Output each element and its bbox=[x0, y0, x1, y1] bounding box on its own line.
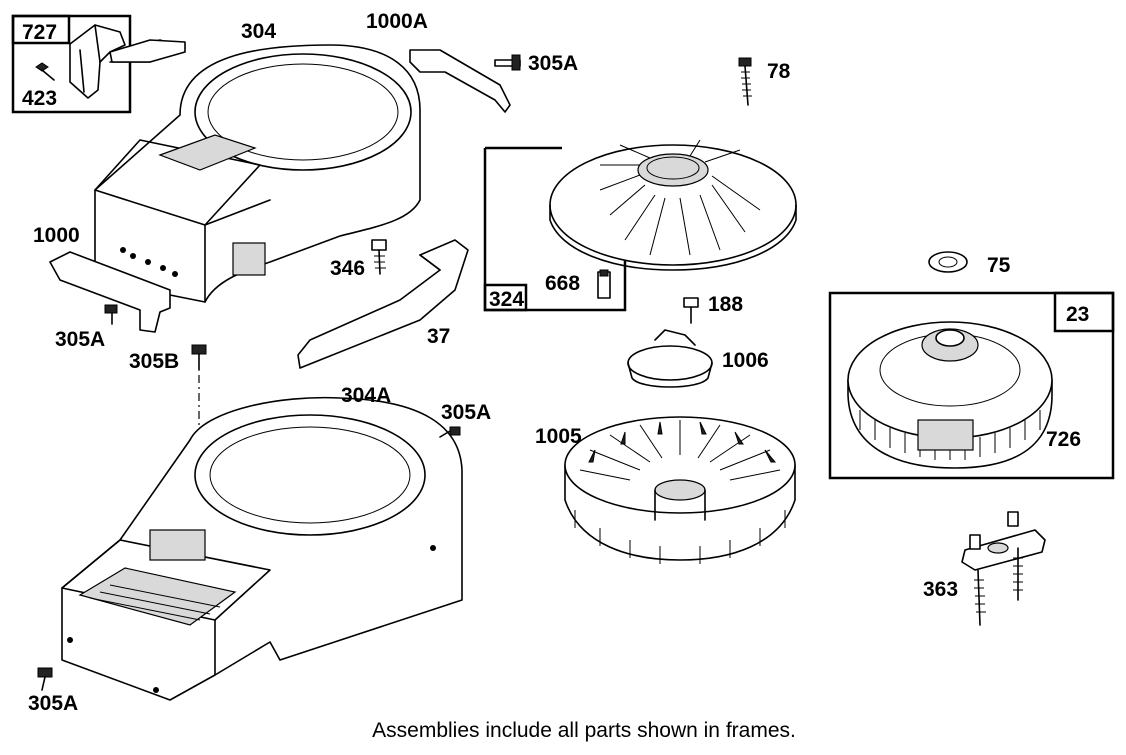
part-305A-screw-bottom bbox=[37, 667, 53, 691]
label-305B: 305B bbox=[129, 350, 179, 373]
label-727: 727 bbox=[22, 21, 57, 44]
part-726-flywheel bbox=[847, 321, 1053, 469]
label-305A-top: 305A bbox=[528, 52, 578, 75]
label-305A-left: 305A bbox=[55, 328, 105, 351]
part-727-deflector bbox=[11, 14, 186, 114]
part-1000-bracket bbox=[49, 251, 171, 333]
label-37: 37 bbox=[427, 325, 450, 348]
label-78: 78 bbox=[767, 60, 791, 83]
label-1005: 1005 bbox=[535, 425, 582, 448]
label-304: 304 bbox=[241, 20, 276, 43]
part-1006-starter-cup bbox=[627, 329, 713, 388]
label-304A: 304A bbox=[341, 384, 391, 407]
label-188: 188 bbox=[708, 293, 743, 316]
part-346-screw bbox=[371, 239, 387, 275]
label-1006: 1006 bbox=[722, 349, 769, 372]
label-346: 346 bbox=[330, 257, 365, 280]
part-324-rotating-screen bbox=[483, 139, 797, 312]
part-23-flywheel-assembly bbox=[828, 291, 1115, 480]
label-75: 75 bbox=[987, 254, 1011, 277]
part-668-stud bbox=[597, 269, 611, 299]
label-1000A: 1000A bbox=[366, 10, 428, 33]
label-363: 363 bbox=[923, 578, 958, 601]
label-324: 324 bbox=[489, 288, 524, 311]
part-37-air-guide bbox=[297, 239, 469, 369]
part-304-blower-housing bbox=[94, 44, 421, 303]
part-363-bracket bbox=[961, 511, 1046, 626]
part-1000A-bracket bbox=[409, 49, 511, 113]
part-78-screw bbox=[738, 57, 752, 106]
label-305A-bottom: 305A bbox=[28, 692, 78, 715]
label-423: 423 bbox=[22, 87, 57, 110]
part-75-washer bbox=[928, 251, 968, 273]
label-23: 23 bbox=[1066, 303, 1089, 326]
label-726: 726 bbox=[1046, 428, 1081, 451]
part-305A-screw-mid bbox=[439, 426, 461, 438]
caption: Assemblies include all parts shown in fr… bbox=[372, 719, 796, 742]
label-305A-mid: 305A bbox=[441, 401, 491, 424]
part-304A-blower-housing bbox=[61, 396, 463, 701]
label-668: 668 bbox=[545, 272, 580, 295]
label-1000: 1000 bbox=[33, 224, 80, 247]
part-188-screw bbox=[683, 297, 699, 324]
part-423-screw bbox=[35, 62, 55, 81]
part-1005-fan bbox=[564, 416, 796, 564]
part-305A-screw-left bbox=[104, 304, 118, 325]
part-305A-screw-top bbox=[494, 54, 521, 71]
